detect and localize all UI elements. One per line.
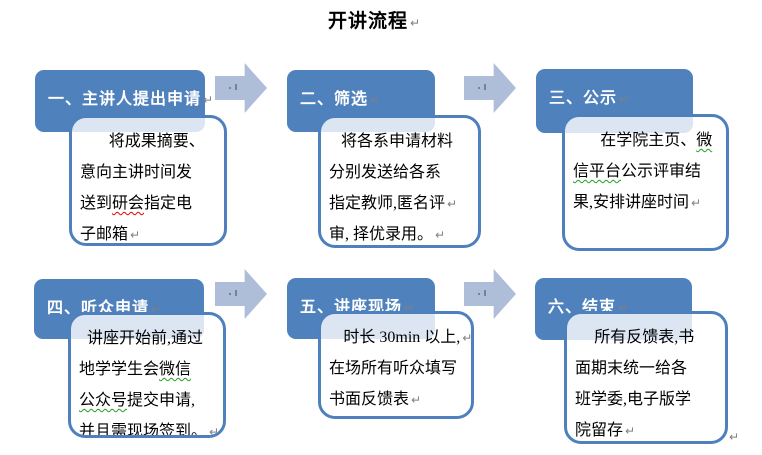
paragraph-mark-icon: ↵ [691, 196, 702, 210]
paragraph-mark-icon: ↵ [404, 301, 415, 315]
step-text-line: 公众号提交申请, [79, 385, 220, 416]
text-run: 时长 30min 以上, [343, 329, 461, 346]
right-block-arrow-icon[interactable] [464, 269, 516, 319]
text-run: 讲座开始前,通过 [87, 330, 204, 347]
text-run: 面期末统一给各 [575, 360, 688, 377]
grammarcheck-underlined-text: 公众号 [79, 392, 128, 409]
step-text-line: 在场所有听众填写 [329, 353, 468, 384]
text-run: 在场所有听众填写 [329, 360, 458, 377]
step-text-line: 院留存↵ [575, 415, 722, 441]
text-run: 公示评审结 [621, 163, 702, 180]
right-block-arrow-icon[interactable] [215, 63, 267, 113]
step-header-label: 一、主讲人提出申请 [48, 91, 202, 108]
step-text-line: 子邮箱↵ [80, 219, 221, 243]
page-title-text: 开讲流程 [327, 11, 408, 32]
text-run: 在学院主页、 [600, 132, 697, 149]
right-block-arrow-icon[interactable] [464, 63, 516, 113]
text-run: 审, 择优录用。 [329, 226, 434, 243]
step-4-body-shape[interactable]: 讲座开始前,通过地学学生会微信公众号提交申请,并且需现场签到。↵ [68, 312, 226, 438]
text-run: 将各系申请材料 [341, 133, 454, 150]
step-text-line: 讲座开始前,通过 [79, 323, 220, 354]
step-text-line: 果,安排讲座时间↵ [573, 187, 723, 218]
step-text-line: 在学院主页、微 [573, 125, 723, 156]
text-run: 提交申请, [127, 392, 196, 409]
text-run: 地学学生会 [79, 361, 160, 378]
paragraph-mark-icon: ↵ [203, 93, 214, 107]
text-run: 书面反馈表 [329, 391, 410, 408]
step-text-line: 信平台公示评审结 [573, 156, 723, 187]
paragraph-mark-icon: ↵ [447, 197, 458, 211]
text-run: 指定电 [144, 195, 193, 212]
paragraph-mark-icon: ↵ [618, 301, 629, 315]
step-1-body-shape[interactable]: 将成果摘要、意向主讲时间发送到研会指定电子邮箱↵ [69, 115, 227, 246]
paragraph-mark-icon: ↵ [151, 302, 162, 316]
text-run: 送到 [80, 195, 113, 212]
text-run: 指定教师,匿名评 [329, 195, 446, 212]
step-text-line: 将各系申请材料 [329, 126, 475, 157]
step-text-line: 将成果摘要、 [80, 126, 221, 157]
right-block-arrow-icon[interactable] [215, 269, 267, 319]
paragraph-mark-icon: ↵ [435, 228, 446, 242]
step-text-line: 审, 择优录用。↵ [329, 219, 475, 245]
text-run: 分别发送给各系 [329, 164, 442, 181]
step-text-line: 书面反馈表↵ [329, 384, 468, 415]
step-5-body-shape[interactable]: 时长 30min 以上,↵在场所有听众填写书面反馈表↵ [318, 311, 474, 419]
paragraph-mark-icon: ↵ [729, 430, 740, 444]
text-run: 院留存 [575, 422, 624, 439]
step-text-line: 地学学生会微信 [79, 354, 220, 385]
step-2-body-shape[interactable]: 将各系申请材料分别发送给各系指定教师,匿名评↵审, 择优录用。↵ [318, 115, 481, 248]
step-text-line: 并且需现场签到。↵ [79, 416, 220, 438]
paragraph-mark-icon: ↵ [209, 425, 220, 438]
step-text-line: 指定教师,匿名评↵ [329, 188, 475, 219]
paragraph-mark-icon: ↵ [130, 228, 141, 242]
paragraph-mark-icon: ↵ [619, 92, 630, 106]
grammarcheck-underlined-text: 微信 [159, 361, 192, 378]
page-title: 开讲流程↵ [0, 8, 748, 37]
step-text-line: 面期末统一给各 [575, 353, 722, 384]
text-run: 并且需现场签到。 [79, 423, 208, 438]
text-run: 将成果摘要、 [108, 133, 205, 150]
step-text-line: 时长 30min 以上,↵ [329, 322, 471, 353]
paragraph-mark-icon: ↵ [411, 393, 422, 407]
step-text-line: 意向主讲时间发 [80, 157, 221, 188]
step-text-line: 分别发送给各系 [329, 157, 475, 188]
text-run: 班学委,电子版学 [575, 391, 692, 408]
text-run: 意向主讲时间发 [80, 164, 193, 181]
step-header-label: 二、筛选 [300, 91, 369, 108]
step-header-label: 三、公示 [549, 90, 618, 107]
text-run: 子邮箱 [80, 226, 129, 243]
step-text-line: 班学委,电子版学 [575, 384, 722, 415]
paragraph-mark-icon: ↵ [409, 16, 421, 30]
step-text-line: 送到研会指定电 [80, 188, 221, 219]
step-text-line: 所有反馈表,书 [575, 322, 722, 353]
step-6-body-shape[interactable]: 所有反馈表,书面期末统一给各班学委,电子版学院留存↵ [564, 311, 728, 444]
spellcheck-underlined-text: 研会 [112, 195, 145, 212]
step-3-body-shape[interactable]: 在学院主页、微信平台公示评审结果,安排讲座时间↵ [562, 114, 729, 251]
paragraph-mark-icon: ↵ [462, 331, 473, 345]
grammarcheck-underlined-text: 信平台 [573, 163, 622, 180]
grammarcheck-underlined-text: 微 [696, 132, 713, 149]
text-run: 果,安排讲座时间 [573, 194, 690, 211]
text-run: 所有反馈表,书 [594, 329, 695, 346]
paragraph-mark-icon: ↵ [625, 424, 636, 438]
paragraph-mark-icon: ↵ [370, 93, 381, 107]
